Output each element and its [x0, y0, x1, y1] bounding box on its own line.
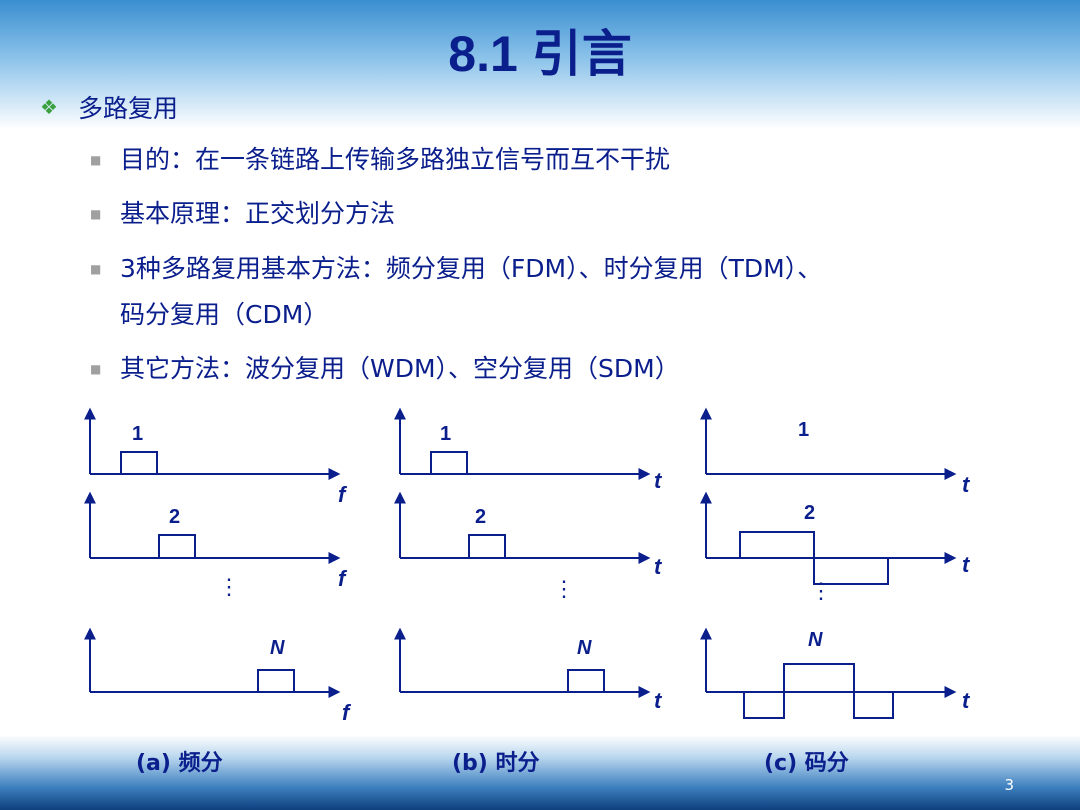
- channel-label: 2: [475, 506, 486, 528]
- list-item: ■ 基本原理：正交划分方法: [90, 197, 395, 231]
- footer-gradient-band: [0, 735, 1080, 810]
- list-item-text: 基本原理：正交划分方法: [120, 199, 396, 228]
- multiplexing-diagram: 1 2 N 1 2 N 1 2 N f f f t t t t t t ⋮ ⋮ …: [84, 407, 971, 725]
- fdm-plot-2: [84, 491, 341, 564]
- square-bullet-icon: ■: [90, 153, 102, 167]
- diamond-bullet-icon: ❖: [40, 95, 58, 119]
- list-item: ■ 目的：在一条链路上传输多路独立信号而互不干扰: [90, 143, 670, 177]
- axis-label: f: [342, 700, 352, 725]
- axis-label: t: [654, 468, 663, 493]
- channel-label: 2: [804, 502, 815, 524]
- channel-label: N: [270, 637, 285, 659]
- list-item-text: 3种多路复用基本方法：频分复用（FDM）、时分复用（TDM）、 码分复用（CDM…: [120, 246, 822, 338]
- ellipsis: ⋮: [810, 578, 832, 603]
- square-bullet-icon: ■: [90, 262, 102, 276]
- list-item: ■ 其它方法：波分复用（WDM）、空分复用（SDM）: [90, 352, 680, 386]
- cdm-plot-2: [700, 491, 957, 585]
- header-gradient-band: [0, 0, 1080, 130]
- channel-label: 1: [798, 419, 809, 441]
- axis-label: t: [654, 688, 663, 713]
- channel-label: 1: [132, 423, 143, 445]
- ellipsis: ⋮: [553, 576, 575, 601]
- cdm-plot-n: [700, 627, 957, 719]
- caption-fdm: (a) 频分: [136, 751, 223, 776]
- slide-title: 8.1 引言: [448, 26, 632, 82]
- fdm-plot-n: [84, 627, 341, 698]
- axis-label: f: [338, 482, 348, 507]
- square-bullet-icon: ■: [90, 362, 102, 376]
- list-item-line: 码分复用（CDM）: [120, 300, 329, 329]
- channel-label: N: [577, 637, 592, 659]
- ellipsis: ⋮: [218, 574, 240, 599]
- channel-label: N: [808, 629, 823, 651]
- list-item-text: 其它方法：波分复用（WDM）、空分复用（SDM）: [120, 354, 680, 383]
- caption-tdm: (b) 时分: [452, 751, 540, 776]
- caption-cdm: (c) 码分: [764, 751, 849, 776]
- axis-label: t: [962, 688, 971, 713]
- list-item: ■ 3种多路复用基本方法：频分复用（FDM）、时分复用（TDM）、 码分复用（C…: [90, 252, 822, 338]
- axis-label: t: [962, 472, 971, 497]
- tdm-plot-1: [394, 407, 651, 480]
- section-heading: ❖ 多路复用: [40, 92, 178, 126]
- list-item-text: 目的：在一条链路上传输多路独立信号而互不干扰: [120, 145, 671, 174]
- tdm-plot-n: [394, 627, 651, 698]
- tdm-plot-2: [394, 491, 651, 564]
- axis-label: t: [962, 552, 971, 577]
- fdm-plot-1: [84, 407, 341, 480]
- cdm-plot-1: [700, 407, 957, 480]
- section-label: 多路复用: [78, 94, 179, 123]
- page-number: 3: [1004, 776, 1014, 794]
- axis-label: f: [338, 566, 348, 591]
- list-item-line: 3种多路复用基本方法：频分复用（FDM）、时分复用（TDM）、: [120, 254, 823, 283]
- channel-label: 2: [169, 506, 180, 528]
- axis-label: t: [654, 554, 663, 579]
- square-bullet-icon: ■: [90, 207, 102, 221]
- channel-label: 1: [440, 423, 451, 445]
